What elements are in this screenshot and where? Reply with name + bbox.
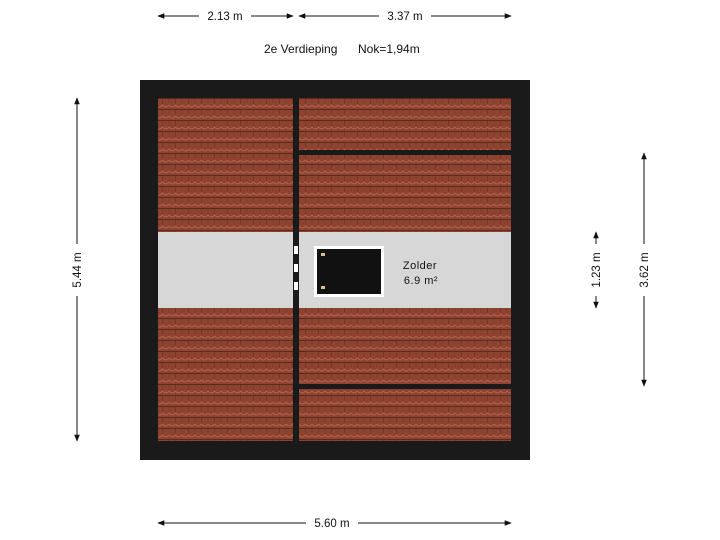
dimension-right-outer-label: 3.62 m <box>639 252 651 287</box>
dimension-top-left: 2.13 m <box>157 8 294 24</box>
stair-hatch <box>314 246 384 297</box>
dimension-left-label: 5.44 m <box>72 252 84 287</box>
roof-slope-top-right-upper <box>299 98 511 150</box>
divider-opening <box>294 246 298 290</box>
dimension-bottom-label: 5.60 m <box>314 518 349 530</box>
dimension-top-right: 3.37 m <box>298 8 512 24</box>
room-area: 6.9 m² <box>404 275 438 287</box>
dimension-top-left-label: 2.13 m <box>207 11 242 23</box>
dimension-right-inner: 1.23 m <box>588 231 604 309</box>
roof-slope-bottom-left <box>158 308 293 441</box>
floor-label: 2e Verdieping <box>264 42 337 56</box>
ridge-height-label: Nok=1,94m <box>358 42 420 56</box>
roof-slope-top-left <box>158 98 293 232</box>
roof-slope-top-right-lower <box>299 155 511 232</box>
roof-slope-bottom-right-lower <box>299 389 511 441</box>
dimension-left: 5.44 m <box>69 97 85 442</box>
dimension-top-right-label: 3.37 m <box>387 11 422 23</box>
dimension-right-outer: 3.62 m <box>636 152 652 387</box>
room-name: Zolder <box>403 260 437 272</box>
dimension-bottom: 5.60 m <box>157 515 512 531</box>
dimension-right-inner-label: 1.23 m <box>591 252 603 287</box>
roof-slope-bottom-right-upper <box>299 308 511 384</box>
